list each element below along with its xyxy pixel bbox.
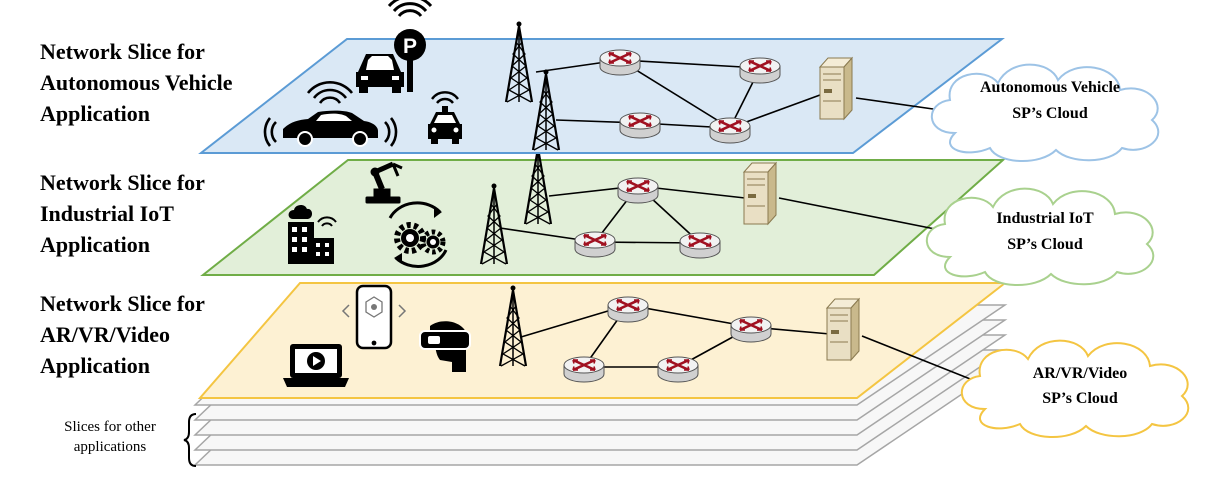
slice-arvr-title-line2: AR/VR/Video bbox=[40, 322, 170, 347]
gears-icon bbox=[388, 201, 448, 268]
laptop-video-icon bbox=[283, 344, 349, 387]
cloud-autonomous-line1: Autonomous Vehicle bbox=[980, 79, 1120, 96]
connected-car-icon bbox=[263, 81, 398, 147]
parking-sign-icon: P bbox=[387, 0, 433, 92]
smart-factory-icon bbox=[288, 204, 337, 264]
slice-industrial-title-line1: Network Slice for bbox=[40, 170, 205, 195]
slice-autonomous-plane bbox=[198, 38, 1005, 154]
slice-autonomous-title-line1: Network Slice for bbox=[40, 39, 205, 64]
svg-text:P: P bbox=[403, 35, 417, 58]
other-slices-brace bbox=[183, 413, 197, 467]
cloud-autonomous-line2: SP’s Cloud bbox=[1012, 105, 1088, 122]
slice-industrial-title-line3: Application bbox=[40, 232, 151, 257]
other-slices-label: Slices for other applications bbox=[40, 417, 180, 457]
router-icon bbox=[618, 111, 662, 140]
router-icon bbox=[678, 231, 722, 260]
slice-industrial-title: Network Slice for Industrial IoT Applica… bbox=[40, 167, 205, 260]
cloud-arvr-line2: SP’s Cloud bbox=[1042, 390, 1118, 407]
cloud-industrial-line1: Industrial IoT bbox=[996, 210, 1094, 227]
router-icon bbox=[729, 315, 773, 344]
slice-arvr-title: Network Slice for AR/VR/Video Applicatio… bbox=[40, 288, 205, 381]
slice-autonomous-title: Network Slice for Autonomous Vehicle App… bbox=[40, 36, 233, 129]
robot-arm-icon bbox=[365, 161, 403, 204]
cloud-arvr-line1: AR/VR/Video bbox=[1033, 365, 1128, 382]
server-icon bbox=[826, 298, 860, 361]
router-icon bbox=[562, 355, 606, 384]
autonomous-shuttle-icon bbox=[428, 91, 462, 144]
slice-autonomous-title-line3: Application bbox=[40, 101, 151, 126]
router-icon bbox=[656, 355, 700, 384]
slice-industrial-title-line2: Industrial IoT bbox=[40, 201, 174, 226]
other-slices-label-line1: Slices for other bbox=[64, 419, 156, 435]
server-icon bbox=[819, 57, 853, 120]
car-icon bbox=[356, 54, 404, 93]
router-icon bbox=[573, 230, 617, 259]
slice-arvr-title-line1: Network Slice for bbox=[40, 291, 205, 316]
other-slices-label-line2: applications bbox=[73, 439, 147, 455]
router-icon bbox=[606, 295, 650, 324]
cloud-arvr: AR/VR/Video SP’s Cloud bbox=[960, 339, 1190, 439]
slice-arvr-title-line3: Application bbox=[40, 353, 151, 378]
cloud-autonomous: Autonomous Vehicle SP’s Cloud bbox=[930, 63, 1160, 163]
router-icon bbox=[738, 56, 782, 85]
router-icon bbox=[598, 48, 642, 77]
vr-headset-icon bbox=[419, 321, 471, 372]
slice-autonomous-title-line2: Autonomous Vehicle bbox=[40, 70, 233, 95]
cloud-industrial: Industrial IoT SP’s Cloud bbox=[925, 187, 1155, 287]
ar-phone-icon bbox=[341, 284, 407, 350]
cloud-industrial-line2: SP’s Cloud bbox=[1007, 236, 1083, 253]
router-icon bbox=[708, 116, 752, 145]
server-icon bbox=[743, 162, 777, 225]
router-icon bbox=[616, 176, 660, 205]
